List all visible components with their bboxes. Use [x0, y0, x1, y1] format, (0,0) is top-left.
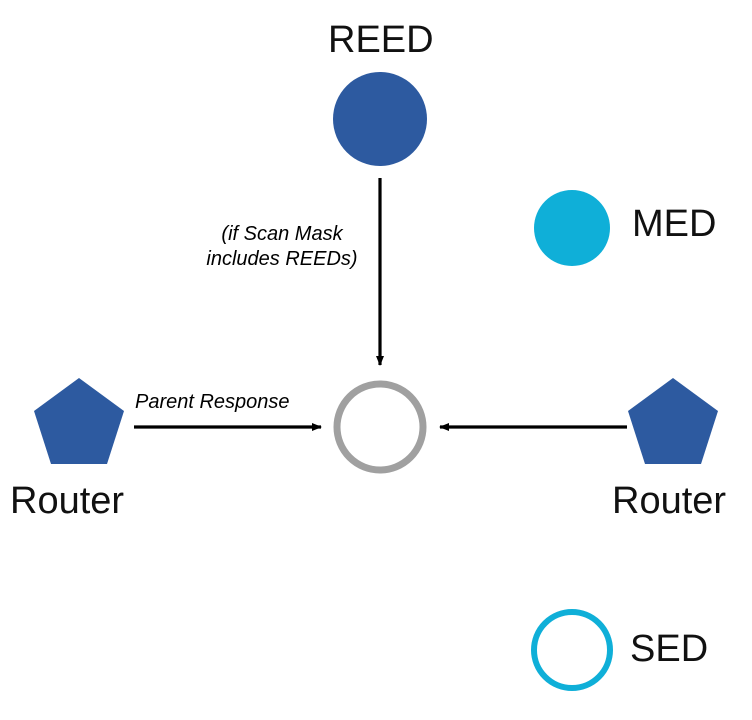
node-med-circle[interactable]: [534, 190, 610, 266]
node-label-med: MED: [632, 203, 717, 245]
node-reed-circle[interactable]: [333, 72, 427, 166]
node-sed-circle[interactable]: [531, 609, 613, 691]
node-label-reed: REED: [328, 19, 434, 61]
node-label-sed: SED: [630, 628, 709, 670]
node-label-router-left: Router: [10, 480, 125, 522]
edge-label-scan-mask-line-2: includes REEDs): [206, 248, 358, 270]
node-router-right-pentagon[interactable]: [628, 378, 718, 464]
edge-label-scan-mask: (if Scan Mask includes REEDs): [196, 222, 368, 272]
node-router-left-pentagon[interactable]: [34, 378, 124, 464]
node-center-device-circle[interactable]: [333, 380, 427, 474]
edge-label-scan-mask-line-1: (if Scan Mask: [221, 223, 343, 245]
edge-label-parent-response: Parent Response: [135, 391, 290, 413]
node-label-router-right: Router: [612, 480, 727, 522]
